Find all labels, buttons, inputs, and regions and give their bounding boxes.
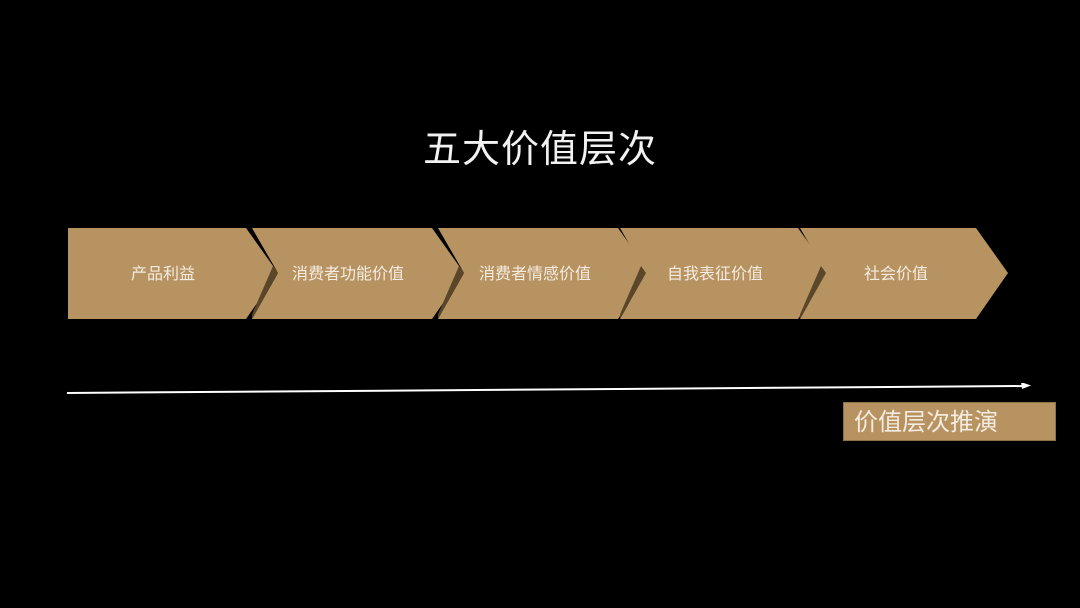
chevron-step-1: 产品利益	[68, 228, 280, 319]
chevron-shape-icon	[438, 228, 650, 319]
chevron-label: 社会价值	[863, 264, 928, 283]
chevron-label: 产品利益	[130, 264, 195, 283]
chevron-step-3: 消费者情感价值	[438, 228, 652, 319]
chevron-step-2: 消费者功能价值	[252, 228, 466, 319]
chevron-shape-icon	[800, 228, 1008, 319]
chevron-label: 消费者情感价值	[478, 264, 591, 283]
chevron-shape-icon	[620, 228, 830, 319]
slide-title: 五大价值层次	[422, 127, 657, 171]
chevron-label: 消费者功能价值	[291, 264, 404, 283]
axis-label-badge: 价值层次推演	[843, 402, 1056, 441]
chevron-shape-icon	[252, 228, 464, 319]
progression-arrow-icon	[67, 383, 1031, 394]
chevron-label: 自我表征价值	[666, 264, 763, 283]
chevron-step-5: 社会价值	[800, 228, 1012, 319]
chevron-shape-icon	[68, 228, 278, 319]
chevron-step-4: 自我表征价值	[620, 228, 832, 319]
